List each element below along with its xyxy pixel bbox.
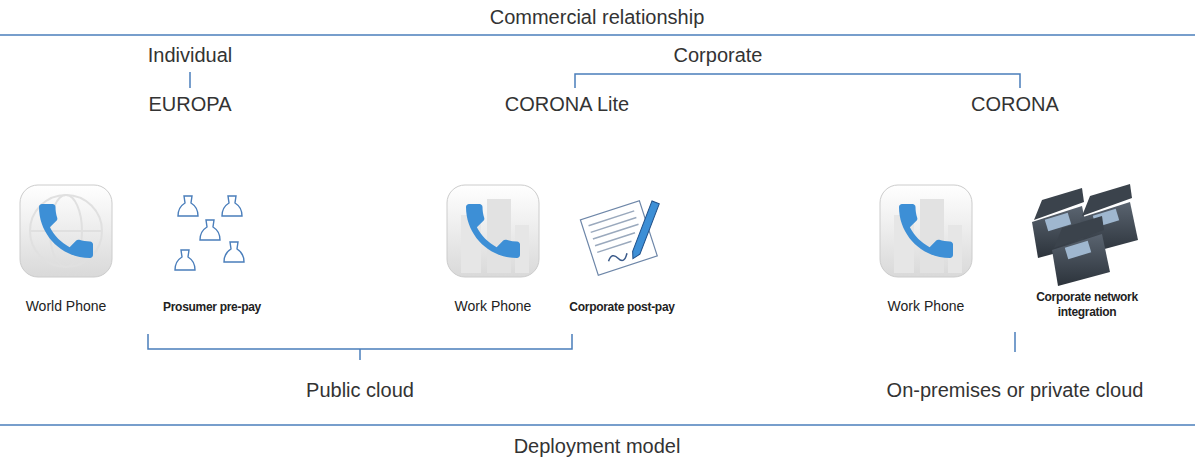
icon-tile: Work Phone	[433, 180, 553, 315]
desk-phones	[1032, 184, 1138, 286]
tick	[189, 72, 191, 88]
top-rule	[0, 34, 1195, 36]
icon-caption: Corporate post-pay	[569, 300, 674, 315]
app-icon	[20, 185, 112, 277]
tick	[359, 349, 361, 360]
heading-label: EUROPA	[149, 92, 232, 116]
rule-lines	[0, 35, 1195, 425]
app-icon	[880, 185, 972, 277]
icon-caption: Work Phone	[455, 298, 532, 316]
heading-label: Individual	[148, 43, 233, 67]
heading-label: Public cloud	[306, 378, 414, 402]
icon-tile: Work Phone	[866, 180, 986, 315]
heading-label: On-premises or private cloud	[887, 378, 1144, 402]
heading-label: CORONA Lite	[505, 92, 629, 116]
heading-label: Corporate	[674, 43, 763, 67]
bracket	[148, 334, 572, 349]
icon-tile: Prosumer pre-pay	[150, 180, 274, 315]
icon-caption: World Phone	[26, 298, 107, 316]
icon-caption: Corporate network integration	[1032, 290, 1142, 320]
heading-label: Deployment model	[514, 434, 681, 458]
bracket	[575, 74, 1020, 88]
tick	[1014, 332, 1016, 352]
prosumer-icons	[175, 196, 244, 270]
contract-icon	[580, 195, 674, 275]
icon-tile: World Phone	[6, 180, 126, 315]
icon-tile: Corporate post-pay	[560, 180, 684, 315]
app-icon	[447, 185, 539, 277]
icon-tile: Corporate network integration	[1032, 180, 1142, 320]
heading-label: Commercial relationship	[490, 5, 705, 29]
icon-caption: Prosumer pre-pay	[163, 300, 261, 315]
icon-caption: Work Phone	[888, 298, 965, 316]
bottom-rule	[0, 424, 1195, 426]
heading-label: CORONA	[971, 92, 1059, 116]
